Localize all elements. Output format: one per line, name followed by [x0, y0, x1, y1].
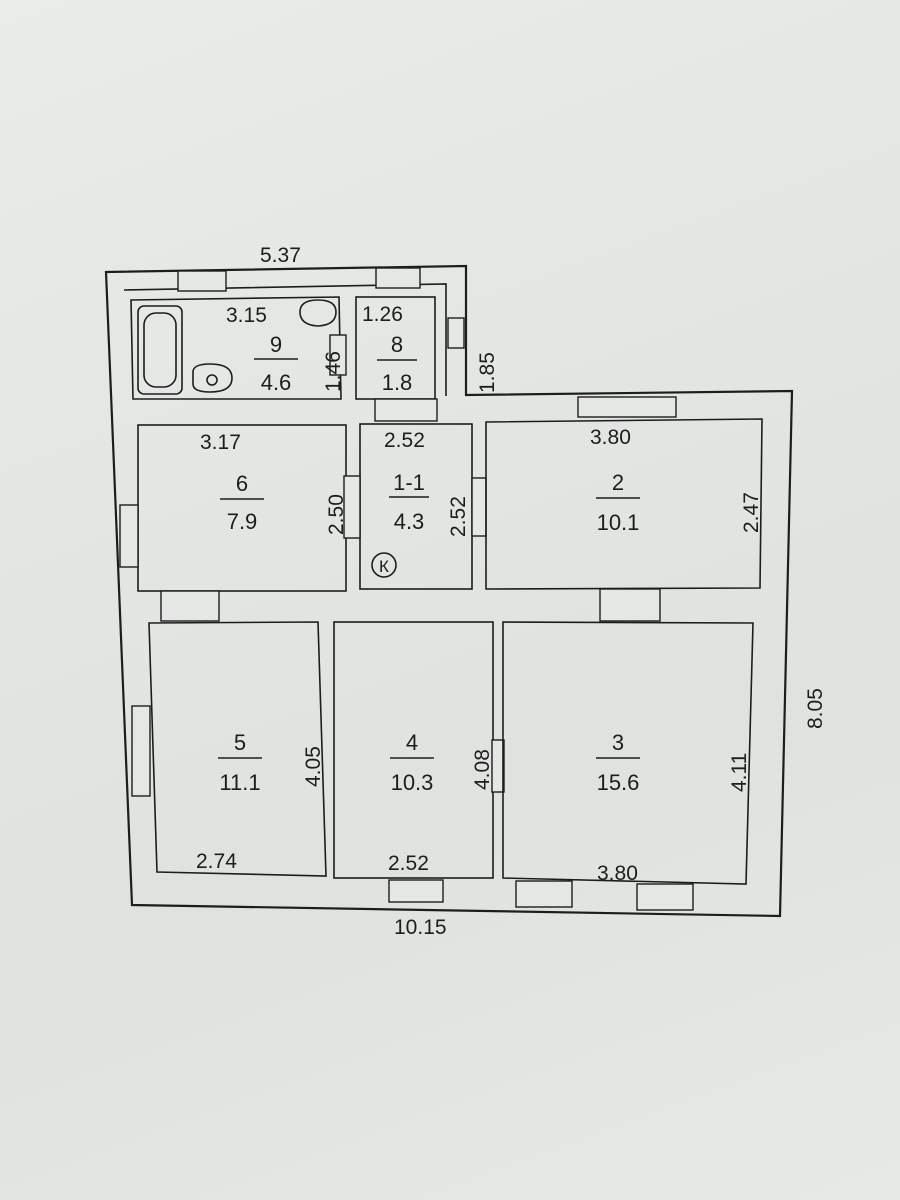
room-5-id: 5 — [234, 730, 246, 755]
room-9-outline — [130, 296, 342, 400]
room-6-outline — [137, 424, 347, 592]
room-3-id: 3 — [612, 730, 624, 755]
bathtub-icon — [137, 305, 183, 395]
room-9-id: 9 — [270, 332, 282, 357]
window-3a — [515, 880, 573, 908]
window-5 — [131, 705, 151, 797]
door-5 — [160, 590, 220, 622]
toilet-icon — [299, 299, 337, 327]
room-6-area: 7.9 — [227, 509, 258, 534]
room-8-dim-width: 1.26 — [362, 303, 403, 326]
outer-wall — [104, 264, 794, 918]
window-6 — [119, 504, 139, 568]
room-5-outline — [148, 621, 327, 877]
room-6-dim-height: 2.50 — [325, 494, 348, 535]
room-2-area: 10.1 — [597, 510, 640, 535]
overall-bottom-width: 10.15 — [394, 916, 447, 939]
room-3-dim-width: 3.80 — [597, 862, 638, 885]
room-4-id: 4 — [406, 730, 418, 755]
room-2-dim-width: 3.80 — [590, 426, 631, 449]
room-1-1-area: 4.3 — [394, 509, 425, 534]
room-3-outline — [502, 621, 754, 885]
window-wc-side — [447, 317, 465, 349]
room-3-dim-height: 4.11 — [728, 753, 751, 792]
kitchen-marker: К — [379, 557, 389, 576]
room-2-id: 2 — [612, 470, 624, 495]
room-4-dim-height: 4.08 — [471, 749, 494, 790]
door-9 — [329, 334, 347, 376]
inner-wall-outline — [123, 283, 447, 396]
room-1-1-dim-height: 2.52 — [447, 496, 470, 537]
room-8-area: 1.8 — [382, 370, 413, 395]
kitchen-marker-icon — [371, 552, 397, 578]
window-8 — [375, 267, 421, 289]
door-4 — [491, 739, 505, 793]
room-5-area: 11.1 — [219, 770, 260, 795]
room-6-id: 6 — [236, 471, 248, 496]
door-3 — [599, 588, 661, 622]
window-3b — [636, 883, 694, 911]
door-2 — [471, 477, 487, 537]
room-9-dim-width: 3.15 — [226, 304, 267, 327]
window-4 — [388, 879, 444, 903]
room-4-dim-width: 2.52 — [388, 852, 429, 875]
room-1-1-dim-width: 2.52 — [384, 429, 425, 452]
room-9-dim-height: 1.46 — [322, 351, 345, 392]
overall-right-height: 8.05 — [804, 688, 827, 729]
room-6-dim-width: 3.17 — [200, 431, 241, 454]
door-6 — [343, 475, 361, 539]
window-2 — [577, 396, 677, 418]
sink-icon — [192, 363, 233, 393]
room-4-area: 10.3 — [391, 770, 434, 795]
overall-top-width: 5.37 — [260, 244, 301, 267]
room-3-area: 15.6 — [597, 770, 640, 795]
bathtub-inner — [143, 312, 177, 388]
room-5-dim-width: 2.74 — [196, 850, 237, 873]
room-8-id: 8 — [391, 332, 403, 357]
wc-block-height: 1.85 — [476, 352, 499, 393]
room-1-1-id: 1-1 — [393, 470, 425, 495]
door-8 — [374, 398, 438, 422]
window-top-9 — [177, 270, 227, 292]
sink-drain — [206, 374, 218, 386]
room-5-dim-height: 4.05 — [302, 746, 325, 787]
room-2-dim-height: 2.47 — [740, 492, 763, 533]
room-9-area: 4.6 — [261, 370, 292, 395]
room-2-outline — [485, 418, 763, 590]
